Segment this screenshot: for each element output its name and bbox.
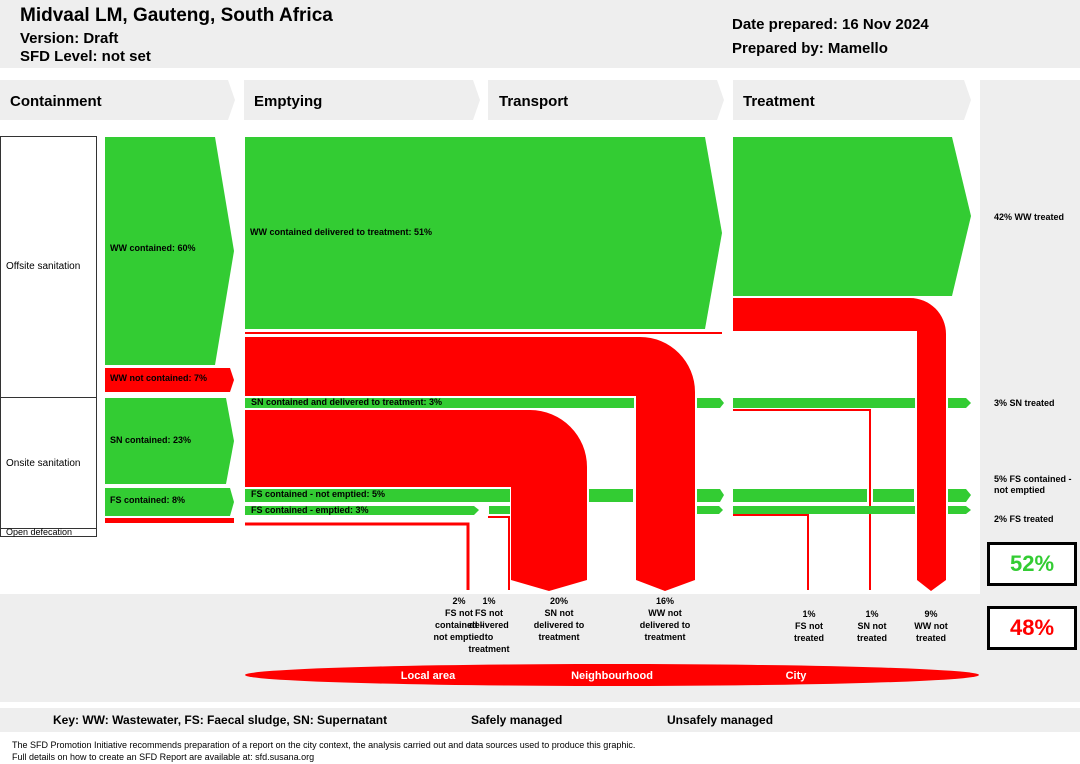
outcome-text: WW not delivered to treatment bbox=[639, 608, 691, 642]
fs-emptied-bar bbox=[245, 506, 479, 515]
version-label: Version: Draft bbox=[20, 30, 119, 47]
stage-header-emptying bbox=[244, 80, 480, 120]
outcome-text: FS not delivered to treatment bbox=[468, 608, 510, 654]
outcome-pct: 1% bbox=[865, 609, 879, 619]
outcome-fs-not-delivered: 1% FS not delivered to treatment bbox=[464, 595, 514, 655]
stage-label-transport: Transport bbox=[499, 93, 569, 110]
sn-not-delivered-flow bbox=[245, 410, 587, 591]
fs-not-emptied-transport-1 bbox=[589, 489, 633, 502]
category-offsite-label: Offsite sanitation bbox=[6, 261, 81, 272]
category-box-open-defecation bbox=[0, 528, 97, 537]
sn-not-treated-line bbox=[733, 409, 871, 590]
fs-treated-label: 2% FS treated bbox=[994, 514, 1054, 524]
stage-label-emptying: Emptying bbox=[254, 93, 323, 110]
outcome-text: SN not treated bbox=[856, 621, 887, 643]
fs-not-emptied-label: FS contained - not emptied: 5% bbox=[251, 489, 386, 499]
stage-header-treatment bbox=[733, 80, 971, 120]
ww-treated-arrow bbox=[733, 137, 971, 296]
stage-label-treatment: Treatment bbox=[743, 93, 815, 110]
prepared-by-label: Prepared by: Mamello bbox=[732, 40, 888, 57]
fs-not-emptied-bar bbox=[245, 489, 510, 502]
sn-treated-arrow bbox=[948, 398, 971, 408]
outcome-pct: 9% bbox=[924, 609, 938, 619]
ww-delivered-arrow bbox=[245, 137, 722, 329]
fs-treated-arrow bbox=[948, 506, 971, 514]
stage-label-containment: Containment bbox=[10, 93, 102, 110]
scale-local-area: Local area bbox=[401, 670, 456, 682]
unsafe-total-box: 48% bbox=[987, 606, 1077, 650]
ww-treated-label: 42% WW treated bbox=[994, 212, 1065, 222]
ww-contained-label: WW contained: 60% bbox=[110, 243, 196, 253]
category-onsite-label: Onsite sanitation bbox=[6, 458, 81, 469]
outcome-fs-not-treated: 1% FS not treated bbox=[784, 608, 834, 644]
ww-not-treated-flow bbox=[733, 298, 946, 591]
scale-neighbourhood: Neighbourhood bbox=[571, 670, 653, 682]
outcome-sn-not-delivered: 20% SN not delivered to treatment bbox=[529, 595, 589, 643]
category-open-defecation-label: Open defecation bbox=[6, 527, 73, 537]
footer-line-1: The SFD Promotion Initiative recommends … bbox=[12, 740, 636, 750]
outcome-ww-not-treated: 9% WW not treated bbox=[906, 608, 956, 644]
sn-treated-label: 3% SN treated bbox=[994, 398, 1055, 408]
key-safe-label: Safely managed bbox=[471, 713, 563, 727]
fs-not-emptied-treat-1 bbox=[733, 489, 867, 502]
fs-not-contained-line bbox=[245, 522, 470, 590]
fs-emptied-transport-1 bbox=[489, 506, 510, 514]
stage-header-transport bbox=[488, 80, 724, 120]
outcome-text: WW not treated bbox=[914, 621, 948, 643]
scale-ellipse bbox=[245, 664, 979, 686]
scale-city: City bbox=[786, 670, 808, 682]
sn-delivered-bar bbox=[245, 398, 634, 408]
fs-emptied-transport-2 bbox=[697, 506, 723, 514]
fs-not-emptied-treat-arrow bbox=[948, 489, 971, 502]
page-title: Midvaal LM, Gauteng, South Africa bbox=[20, 5, 333, 26]
outcome-pct: 20% bbox=[549, 596, 568, 606]
fs-not-emptied-transport-2 bbox=[697, 489, 724, 502]
outcome-pct: 1% bbox=[802, 609, 816, 619]
open-defecation-arrow bbox=[105, 518, 234, 523]
outcome-text: SN not delivered to treatment bbox=[533, 608, 585, 642]
key-unsafe-label: Unsafely managed bbox=[667, 713, 774, 727]
sn-contained-label: SN contained: 23% bbox=[110, 435, 192, 445]
ww-not-contained-label: WW not contained: 7% bbox=[110, 373, 207, 383]
sn-delivered-label: SN contained and delivered to treatment:… bbox=[251, 397, 443, 407]
fs-not-treated-line bbox=[733, 514, 809, 590]
outcome-ww-not-delivered: 16% WW not delivered to treatment bbox=[635, 595, 695, 643]
outcome-pct: 2% bbox=[452, 596, 466, 606]
key-abbreviations: Key: WW: Wastewater, FS: Faecal sludge, … bbox=[53, 713, 388, 727]
ww-not-delivered-flow bbox=[245, 337, 695, 591]
safe-total-box: 52% bbox=[987, 542, 1077, 586]
outcome-text: FS not contained - not emptied bbox=[433, 608, 485, 642]
ww-delivered-label: WW contained delivered to treatment: 51% bbox=[250, 227, 433, 237]
header-band bbox=[0, 0, 1080, 68]
fs-emptied-label: FS contained - emptied: 3% bbox=[251, 505, 369, 515]
sfd-level-label: SFD Level: not set bbox=[20, 48, 151, 65]
fs-contained-arrow bbox=[105, 488, 234, 516]
sn-treated-bar bbox=[733, 398, 915, 408]
outcome-pct: 1% bbox=[482, 596, 496, 606]
right-panel-bg bbox=[980, 80, 1080, 594]
outcome-pct: 16% bbox=[655, 596, 674, 606]
sn-contained-arrow bbox=[105, 398, 234, 484]
ww-not-contained-arrow bbox=[105, 368, 234, 392]
category-box-offsite bbox=[0, 136, 97, 398]
fs-not-emptied-right-label: 5% FS contained - not emptied bbox=[994, 474, 1072, 495]
date-prepared-label: Date prepared: 16 Nov 2024 bbox=[732, 16, 929, 33]
fs-not-delivered-line bbox=[488, 516, 510, 590]
fs-not-emptied-treat-2 bbox=[873, 489, 914, 502]
footer-line-2: Full details on how to create an SFD Rep… bbox=[12, 752, 315, 762]
fs-treated-bar bbox=[733, 506, 915, 514]
category-box-onsite bbox=[0, 397, 97, 529]
fs-contained-label: FS contained: 8% bbox=[110, 495, 186, 505]
outcome-sn-not-treated: 1% SN not treated bbox=[847, 608, 897, 644]
ww-contained-arrow bbox=[105, 137, 234, 365]
outcome-fs-not-contained: 2% FS not contained - not emptied bbox=[432, 595, 486, 643]
key-band bbox=[0, 708, 1080, 732]
outcome-text: FS not treated bbox=[793, 621, 824, 643]
stage-header-containment bbox=[0, 80, 235, 120]
sn-delivered-transport-arrow bbox=[697, 398, 724, 408]
